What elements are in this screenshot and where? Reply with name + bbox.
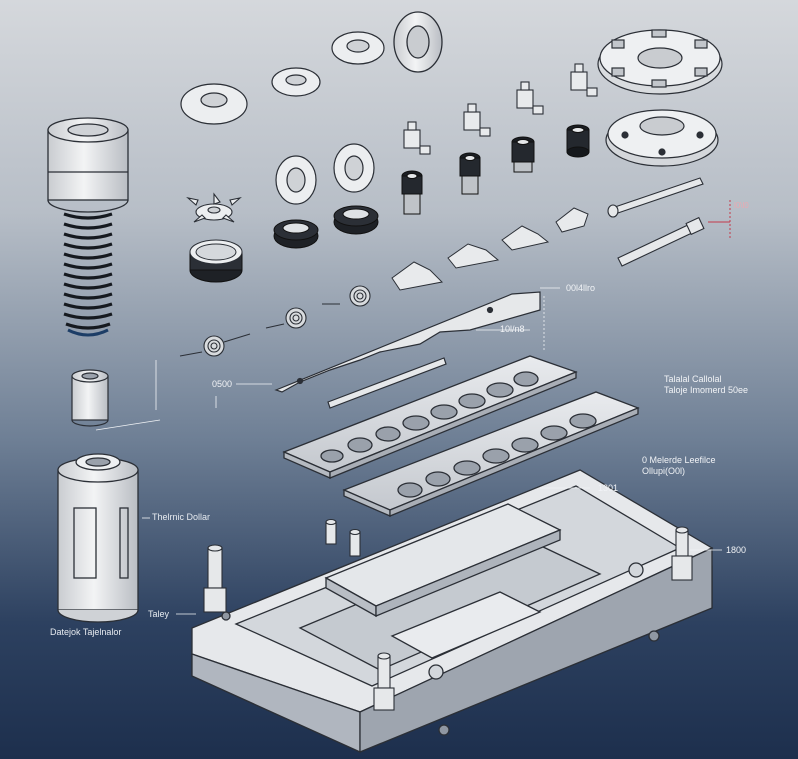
cup-seal: [189, 239, 243, 283]
impeller: [186, 192, 242, 223]
spring-assembly: [47, 117, 129, 337]
gear-disc-lower: [605, 109, 719, 167]
label-dim-1301: 1301: [598, 483, 619, 493]
washer-flat-2: [271, 67, 321, 97]
pin-rod-1: [607, 177, 704, 218]
gear-disc-upper: [597, 29, 723, 95]
guide-posts: [203, 518, 693, 711]
label-callout-top-1: Talalal Callolal: [664, 374, 722, 384]
long-rod: [327, 357, 447, 409]
label-dim-left: 0500: [212, 379, 233, 389]
base-tray: [191, 469, 714, 754]
o-rings: [275, 143, 375, 205]
spring-clips: [391, 207, 589, 291]
valve-blocks: [403, 63, 598, 155]
label-callout-mid-1: 0 Melerde Leefilce: [642, 455, 716, 465]
perforated-plate-lower: [342, 391, 640, 517]
label-callout-top-2: Taloje Imomerd 50ee: [664, 385, 749, 395]
label-thermic-collar: Thelrnic Dollar: [152, 512, 211, 522]
label-dim-top-right: 00l4llro: [566, 283, 596, 293]
washer-flat-1: [331, 31, 385, 65]
label-dim-1800: 1800: [726, 545, 747, 555]
label-dim-mid: 10l/n8: [500, 324, 525, 334]
label-callout-mid-2: Ollupi(O0l): [642, 466, 686, 476]
perforated-plate-upper: [282, 355, 578, 479]
torsion-springs: [179, 285, 371, 357]
black-fittings: [401, 124, 590, 215]
label-dim-pin-right: l0\l0: [734, 201, 749, 210]
flat-bracket: [274, 291, 541, 393]
thermic-collar: [57, 453, 139, 623]
label-bottom-left: Datejok Tajelnalor: [50, 627, 122, 637]
black-seals: [273, 205, 379, 249]
label-taley: Taley: [148, 609, 170, 619]
washer-flat-3: [180, 83, 248, 125]
leader-lines: [95, 287, 722, 615]
ring-large-top: [393, 11, 443, 73]
small-bushing: [71, 369, 109, 427]
pin-rod-2: [617, 200, 731, 267]
